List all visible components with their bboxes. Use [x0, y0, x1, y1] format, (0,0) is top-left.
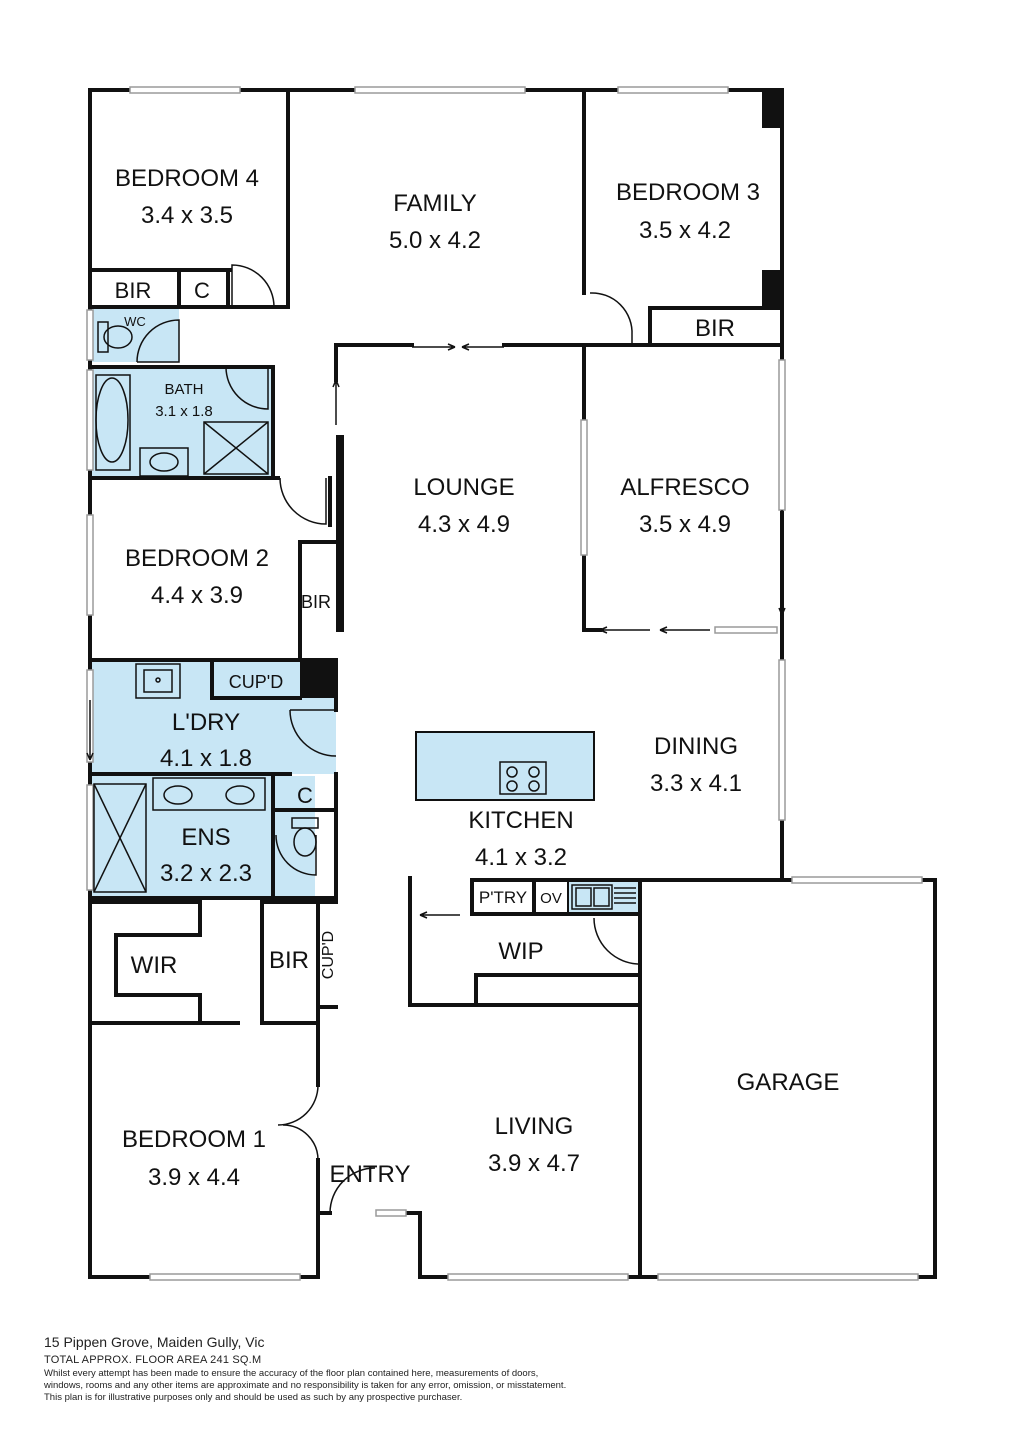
cooktop — [499, 761, 547, 795]
kitchen-name: KITCHEN — [468, 807, 573, 834]
laundry-trough — [135, 663, 181, 699]
fixtures — [93, 321, 636, 910]
cupd-laundry-label: CUP'D — [229, 672, 283, 692]
dining-name: DINING — [654, 733, 738, 760]
cupd-hall-label: CUP'D — [320, 931, 337, 979]
disclaimer-line-2: windows, rooms and any other items are a… — [44, 1380, 567, 1391]
windows — [86, 86, 923, 1281]
doors — [86, 264, 786, 1214]
entry-label: ENTRY — [330, 1161, 411, 1188]
laundry-name: L'DRY — [172, 709, 240, 736]
room-labels: BEDROOM 4 3.4 x 3.5 FAMILY 5.0 x 4.2 BED… — [115, 165, 840, 1191]
ensuite-area — [90, 776, 315, 898]
laundry-size: 4.1 x 1.8 — [160, 745, 252, 772]
plan-footer: 15 Pippen Grove, Maiden Gully, Vic TOTAL… — [44, 1334, 984, 1404]
bedroom4-name: BEDROOM 4 — [115, 165, 259, 192]
disclaimer-line-1: Whilst every attempt has been made to en… — [44, 1368, 539, 1379]
bedroom4-size: 3.4 x 3.5 — [141, 202, 233, 229]
ens-name: ENS — [181, 824, 230, 851]
c-bed4-label: C — [194, 278, 210, 303]
disclaimer-line-3: This plan is for illustrative purposes o… — [44, 1392, 463, 1403]
ens-size: 3.2 x 2.3 — [160, 860, 252, 887]
alfresco-size: 3.5 x 4.9 — [639, 511, 731, 538]
family-name: FAMILY — [393, 190, 477, 217]
lounge-size: 4.3 x 4.9 — [418, 511, 510, 538]
bedroom1-name: BEDROOM 1 — [122, 1126, 266, 1153]
bath-shower — [203, 421, 269, 475]
kitchen-sink — [571, 884, 613, 910]
bath-size: 3.1 x 1.8 — [155, 403, 213, 420]
ensuite-shower — [93, 783, 147, 893]
c-ens-label: C — [297, 783, 313, 808]
bedroom2-name: BEDROOM 2 — [125, 545, 269, 572]
oven-label: OV — [540, 890, 562, 907]
dining-size: 3.3 x 4.1 — [650, 770, 742, 797]
solid-walls — [300, 90, 782, 698]
kitchen-size: 4.1 x 3.2 — [475, 844, 567, 871]
pantry-label: P'TRY — [479, 888, 527, 907]
bir-bed1-label: BIR — [269, 947, 309, 974]
bir-bed2-label: BIR — [301, 592, 331, 612]
lounge-name: LOUNGE — [413, 474, 514, 501]
toilet-wc — [103, 325, 133, 349]
bath-name: BATH — [165, 381, 204, 398]
alfresco-name: ALFRESCO — [620, 474, 749, 501]
bedroom3-size: 3.5 x 4.2 — [639, 217, 731, 244]
ensuite-vanity — [152, 777, 266, 811]
floor-plan: BEDROOM 4 3.4 x 3.5 FAMILY 5.0 x 4.2 BED… — [86, 86, 937, 1281]
family-size: 5.0 x 4.2 — [389, 227, 481, 254]
wc-label: WC — [124, 314, 146, 329]
bir-bed4-label: BIR — [115, 278, 152, 303]
bedroom2-size: 4.4 x 3.9 — [151, 582, 243, 609]
floor-area: TOTAL APPROX. FLOOR AREA 241 SQ.M — [44, 1354, 262, 1366]
bedroom3-name: BEDROOM 3 — [616, 179, 760, 206]
living-name: LIVING — [495, 1113, 574, 1140]
wir-label: WIR — [131, 952, 178, 979]
kitchen-island — [415, 731, 595, 801]
garage-label: GARAGE — [737, 1069, 840, 1096]
property-address: 15 Pippen Grove, Maiden Gully, Vic — [44, 1334, 265, 1350]
living-size: 3.9 x 4.7 — [488, 1150, 580, 1177]
wip-label: WIP — [498, 938, 543, 965]
bir-bed3-label: BIR — [695, 315, 735, 342]
bedroom1-size: 3.9 x 4.4 — [148, 1164, 240, 1191]
